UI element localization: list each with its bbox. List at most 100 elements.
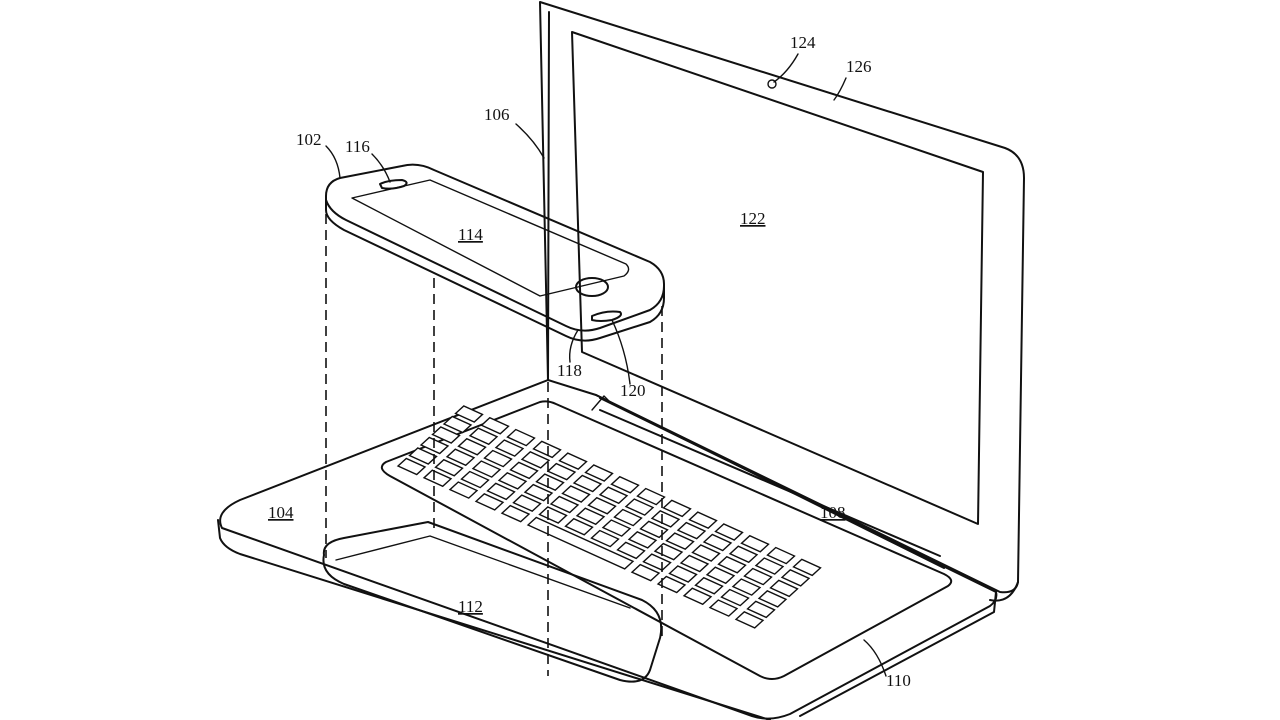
keyboard-key	[480, 416, 510, 435]
keyboard-key	[535, 473, 565, 492]
keyboard-key	[731, 578, 762, 596]
keyboard-key	[575, 507, 606, 526]
label-124: 124	[790, 33, 816, 52]
keyboard-key	[694, 576, 724, 595]
keyboard-key	[408, 447, 438, 465]
label-108: 108	[820, 503, 846, 522]
keyboard-key	[679, 554, 710, 573]
keyboard-key	[642, 553, 672, 572]
keyboard-key	[506, 428, 536, 447]
keyboard-key	[538, 506, 568, 524]
keyboard-key	[471, 460, 502, 478]
label-126: 126	[846, 57, 872, 76]
keyboard-key	[624, 498, 655, 516]
keyboard-key	[396, 457, 427, 476]
laptop-screen-outline	[571, 31, 984, 525]
keyboard-key	[500, 504, 531, 523]
keyboard-key	[662, 499, 692, 518]
keyboard-key	[601, 519, 632, 537]
keyboard-key	[668, 565, 698, 583]
label-110: 110	[886, 671, 911, 690]
keyboard-key	[474, 493, 505, 511]
keyboard-key	[494, 439, 525, 457]
keyboard-key	[740, 534, 770, 553]
keyboard-key	[523, 483, 554, 502]
keyboard-key	[743, 567, 773, 586]
speaker-icon	[379, 179, 408, 190]
keyboard-key	[468, 427, 499, 446]
keyboard-key	[766, 546, 796, 565]
label-118: 118	[557, 361, 582, 380]
phone	[325, 163, 665, 342]
keyboard-key	[676, 521, 707, 540]
keyboard-key	[512, 494, 542, 513]
keyboard-key	[728, 545, 759, 564]
label-102: 102	[296, 130, 322, 149]
keyboard-key	[454, 405, 484, 423]
keyboard-key	[705, 566, 736, 585]
home-button-icon	[575, 277, 609, 297]
keyboard-key	[720, 588, 750, 607]
keyboard-key	[486, 482, 516, 501]
keyboard-key	[610, 475, 640, 494]
keyboard-key	[650, 510, 681, 528]
keyboard-key	[717, 555, 747, 574]
keyboard-key	[682, 587, 713, 606]
keyboard-key	[434, 458, 464, 477]
keyboard-key	[656, 575, 687, 594]
keyboard-key	[616, 541, 646, 560]
reference-numerals: 102 116 106 124 126 114 122 118 120 104 …	[268, 33, 911, 690]
keyboard-key	[422, 469, 453, 488]
keyboard-key	[431, 426, 461, 444]
keyboard-key	[734, 611, 765, 629]
keyboard-key	[780, 569, 811, 587]
keyboard-key	[598, 486, 629, 505]
keyboard-key	[792, 558, 822, 577]
keyboard-key	[665, 532, 695, 551]
phone-screen-outline	[351, 179, 630, 297]
keyboard-key	[702, 533, 733, 552]
keyboard-key	[688, 511, 718, 530]
cavity-outline	[322, 521, 663, 683]
keyboard-key	[769, 579, 799, 598]
keyboard-key	[757, 590, 788, 608]
label-112: 112	[458, 597, 483, 616]
keyboard	[380, 400, 953, 680]
keyboard-key	[460, 470, 490, 489]
keyboard-key	[572, 474, 603, 493]
keyboard-key	[457, 437, 487, 456]
leader-lines	[325, 53, 887, 677]
keyboard-key	[497, 472, 528, 490]
label-106: 106	[484, 105, 510, 124]
label-114: 114	[458, 225, 483, 244]
keyboard-key	[587, 496, 617, 515]
projection-lines	[325, 214, 663, 676]
keyboard-key	[714, 523, 744, 541]
keyboard-key	[630, 563, 661, 582]
keyboard-key	[561, 485, 591, 503]
keyboard-key	[627, 531, 658, 549]
keyboard-key	[483, 449, 513, 468]
keyboard-key	[613, 508, 643, 527]
keyboard-key	[590, 529, 620, 548]
keyboard-key	[636, 487, 666, 506]
keyboard-key	[546, 462, 577, 481]
laptop-lid	[539, 1, 1025, 602]
keyboard-key	[558, 452, 588, 471]
label-120: 120	[620, 381, 646, 400]
space-bar-key	[526, 516, 635, 570]
keyboard-key	[448, 481, 479, 499]
keyboard-key	[691, 544, 721, 562]
connector-icon	[591, 310, 622, 322]
keyboard-key	[442, 415, 473, 434]
keyboard-key	[532, 440, 562, 459]
keyboard-key	[509, 461, 539, 480]
laptop-base	[217, 379, 998, 720]
label-116: 116	[345, 137, 370, 156]
keyboard-key	[754, 557, 785, 575]
camera-icon	[767, 79, 777, 89]
keyboard-key	[584, 464, 614, 482]
keyboard-key	[564, 517, 594, 536]
